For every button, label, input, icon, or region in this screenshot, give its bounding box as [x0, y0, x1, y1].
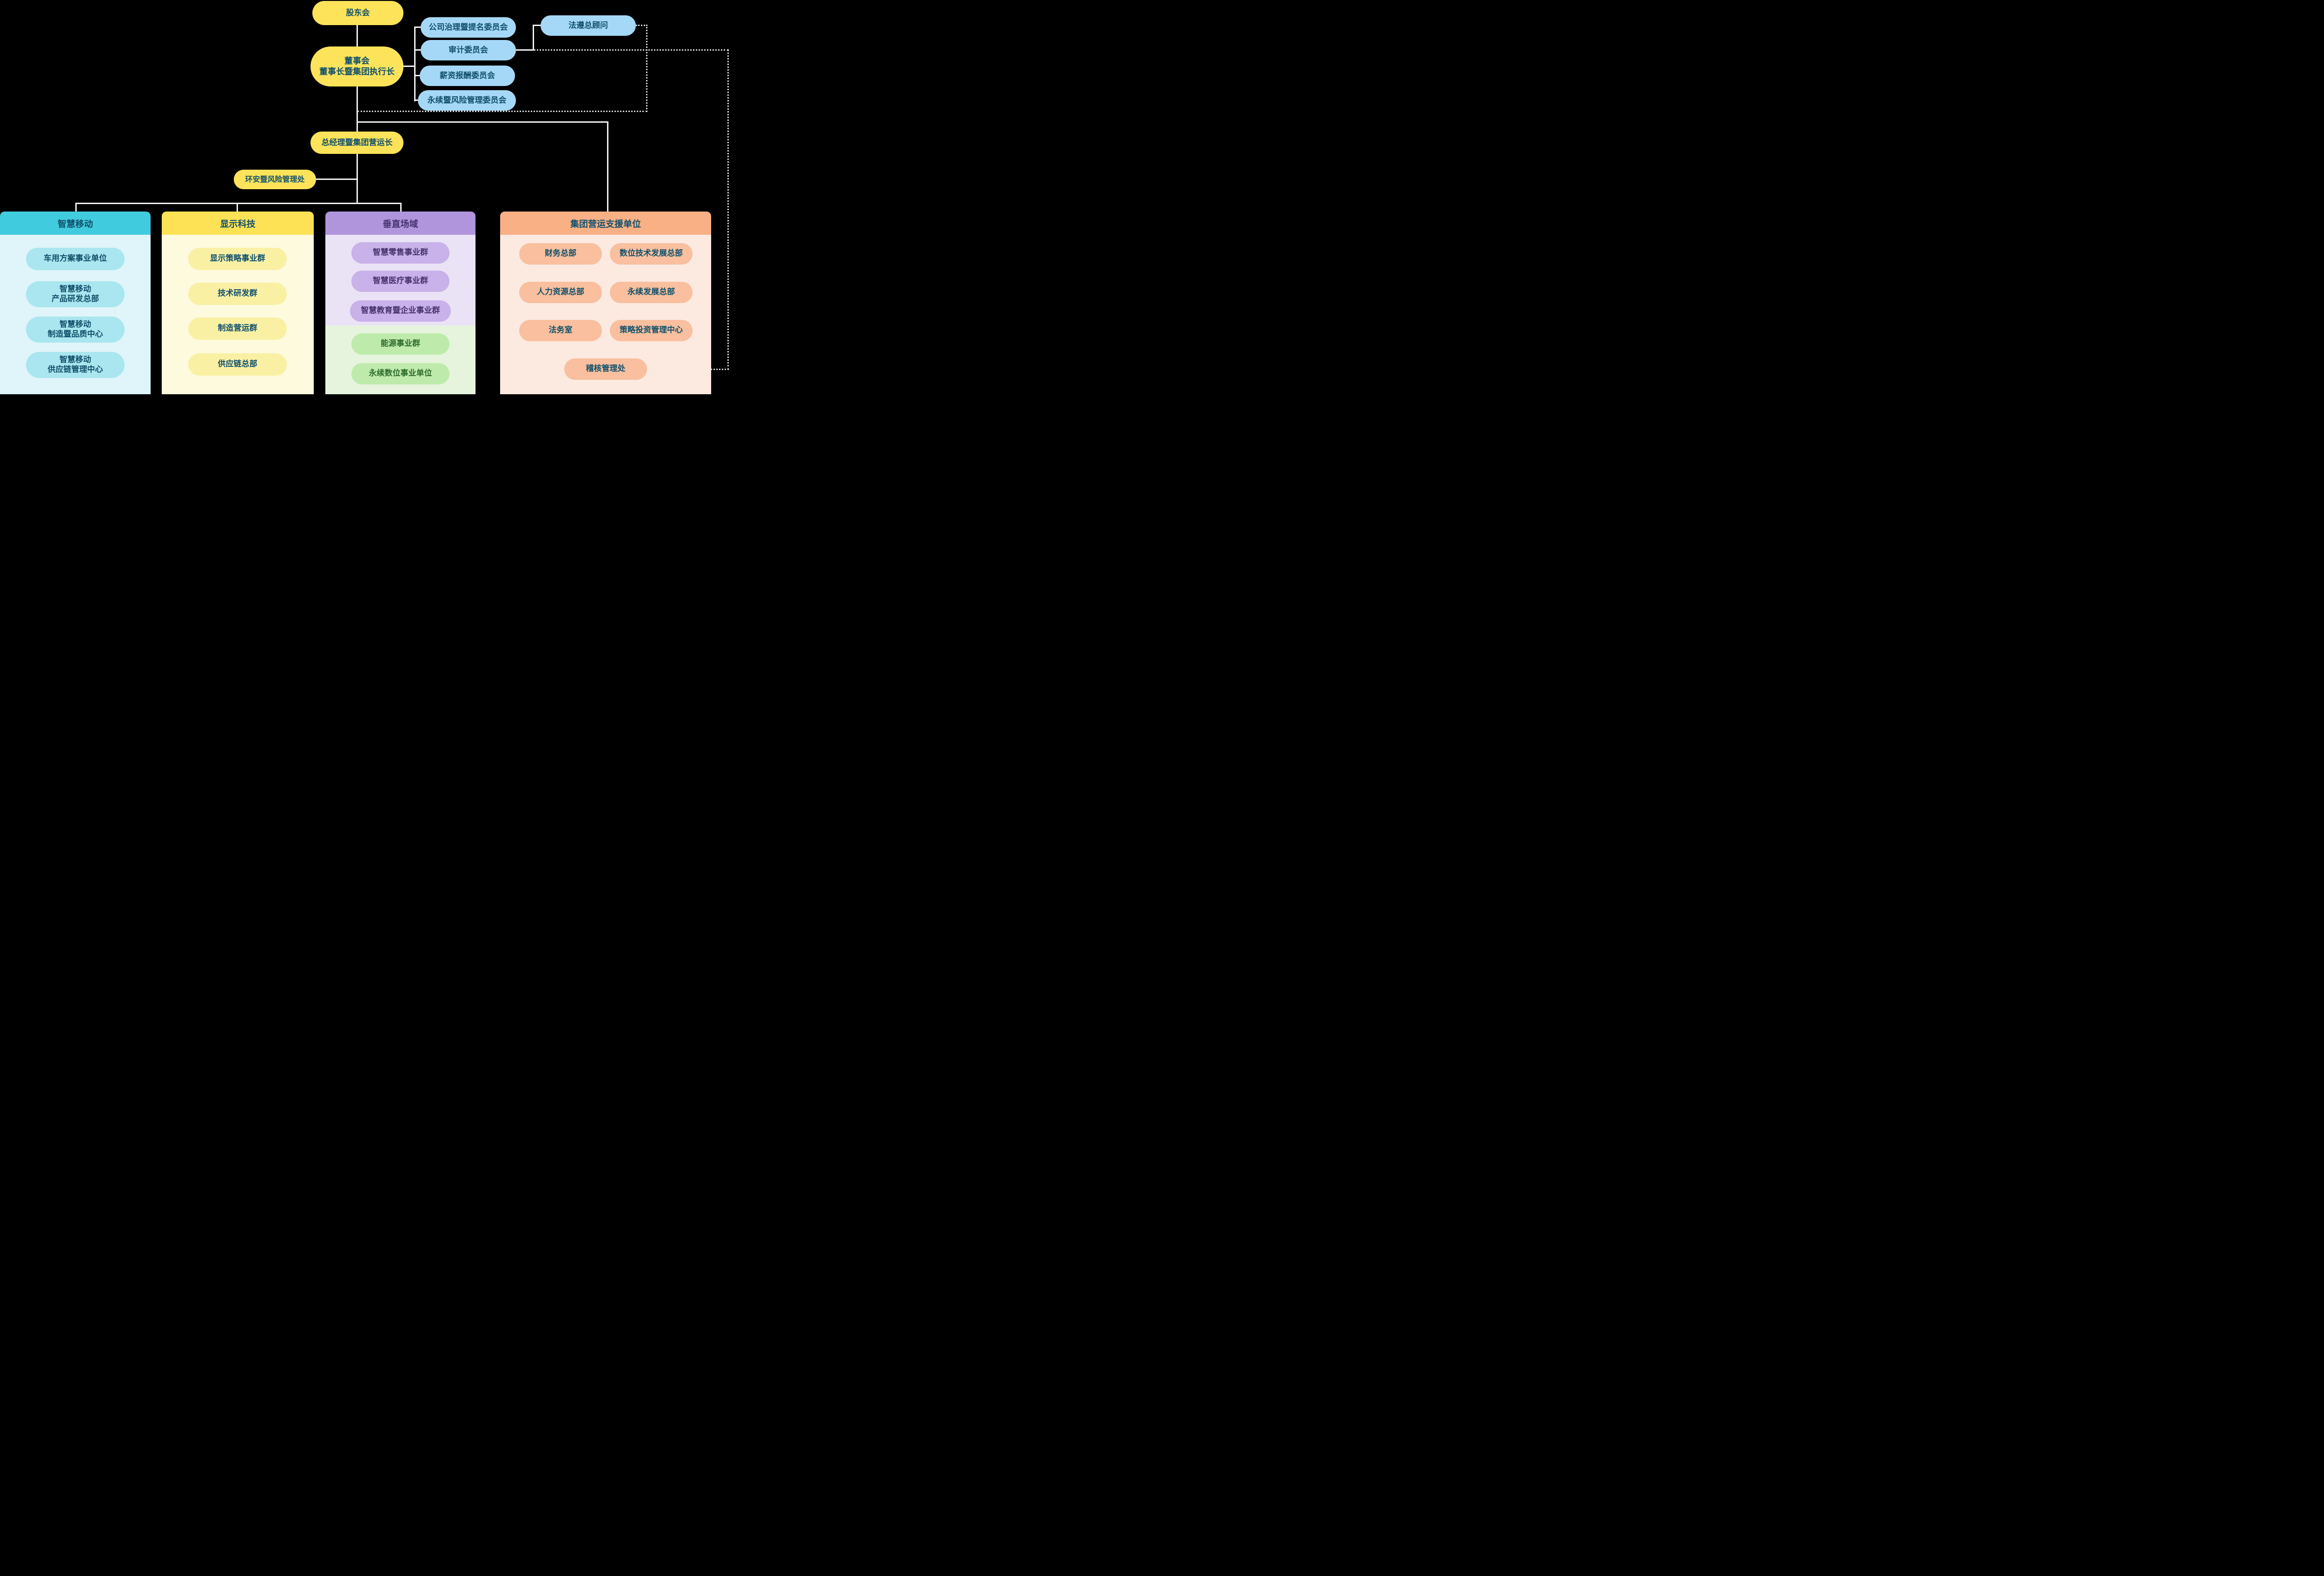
node-committee-audit: 审计委员会 [421, 40, 516, 60]
unit-automotive-solutions: 车用方案事业单位 [26, 248, 125, 270]
connector-shareholders-board [357, 25, 358, 46]
connector-ehs-coo [316, 179, 357, 180]
connector-committee-1 [414, 49, 421, 51]
unit-hr-hq: 人力资源总部 [519, 282, 602, 303]
unit-digital-tech-hq: 数位技术发展总部 [610, 243, 693, 265]
org-chart: 股东会 董事会 董事长暨集团执行长 公司治理暨提名委员会 审计委员会 薪资报酬委… [0, 0, 732, 394]
connector-board-bracket [403, 66, 415, 67]
connector-committee-0 [414, 26, 421, 28]
unit-audit-management-office: 稽核管理处 [564, 358, 647, 380]
unit-tech-rd: 技术研发群 [188, 283, 287, 305]
node-ehs-risk-office: 环安暨风险管理处 [234, 170, 316, 189]
division-group-support-header: 集团营运支援单位 [500, 212, 711, 235]
dotted-compliance-down [646, 25, 647, 112]
dotted-compliance-return [357, 111, 647, 112]
dotted-compliance-right [636, 25, 647, 26]
unit-mfg-operations: 制造营运群 [188, 318, 287, 340]
node-committee-sustainability-risk: 永续暨风险管理委员会 [418, 90, 516, 111]
node-shareholders: 股东会 [312, 1, 403, 25]
connector-divisions-horizontal [75, 203, 402, 204]
dotted-right-edge [727, 49, 729, 370]
unit-sustainability-hq: 永续发展总部 [610, 282, 693, 303]
connector-drop-mobility [75, 203, 77, 212]
unit-sustainable-digital: 永续数位事业单位 [351, 363, 449, 384]
unit-mobility-supply-chain: 智慧移动 供应链管理中心 [26, 352, 125, 378]
connector-audit-compliance-v [533, 25, 534, 51]
connector-support-drop [607, 121, 608, 212]
connector-audit-compliance-h [516, 49, 534, 51]
node-committee-compensation: 薪资报酬委员会 [420, 66, 515, 86]
division-smart-mobility-header: 智慧移动 [0, 212, 151, 235]
connector-drop-vertical-domain [400, 203, 402, 212]
unit-finance-hq: 财务总部 [519, 243, 602, 265]
connector-committee-bracket [414, 26, 416, 101]
unit-strategic-investment: 策略投资管理中心 [610, 320, 693, 341]
node-committee-governance: 公司治理暨提名委员会 [421, 17, 516, 38]
connector-support-horizontal [357, 121, 608, 123]
division-display-tech: 显示科技 显示策略事业群 技术研发群 制造营运群 供应链总部 [162, 212, 314, 394]
unit-display-strategy: 显示策略事业群 [188, 248, 287, 270]
connector-committee-2 [414, 75, 420, 76]
division-vertical-domains: 垂直场域 智慧零售事业群 智慧医疗事业群 智慧教育暨企业事业群 能源事业群 永续… [325, 212, 475, 394]
node-board-chairman: 董事会 董事长暨集团执行长 [310, 46, 403, 86]
unit-smart-education-enterprise: 智慧教育暨企业事业群 [350, 300, 451, 322]
division-smart-mobility: 智慧移动 车用方案事业单位 智慧移动 产品研发总部 智慧移动 制造暨品质中心 智… [0, 212, 151, 394]
unit-smart-retail: 智慧零售事业群 [351, 242, 449, 264]
connector-compliance-stub [533, 25, 541, 26]
node-president-coo: 总经理暨集团营运长 [310, 132, 403, 154]
node-chief-compliance-counsel: 法遵总顾问 [541, 15, 636, 36]
connector-committee-3 [414, 99, 419, 101]
unit-smart-medical: 智慧医疗事业群 [351, 271, 449, 292]
unit-energy: 能源事业群 [351, 333, 449, 355]
connector-drop-display [237, 203, 238, 212]
unit-mobility-mfg-quality: 智慧移动 制造暨品质中心 [26, 317, 125, 343]
division-group-support: 集团营运支援单位 财务总部 数位技术发展总部 人力资源总部 永续发展总部 法务室… [500, 212, 711, 394]
dotted-audit-right [534, 49, 729, 51]
division-display-tech-header: 显示科技 [162, 212, 314, 235]
division-vertical-domains-header: 垂直场域 [325, 212, 475, 235]
connector-coo-divisions [357, 154, 358, 203]
unit-supply-chain-hq: 供应链总部 [188, 353, 287, 376]
unit-legal-office: 法务室 [519, 320, 602, 341]
connector-board-coo [357, 86, 358, 132]
unit-mobility-product-rd: 智慧移动 产品研发总部 [26, 281, 125, 307]
